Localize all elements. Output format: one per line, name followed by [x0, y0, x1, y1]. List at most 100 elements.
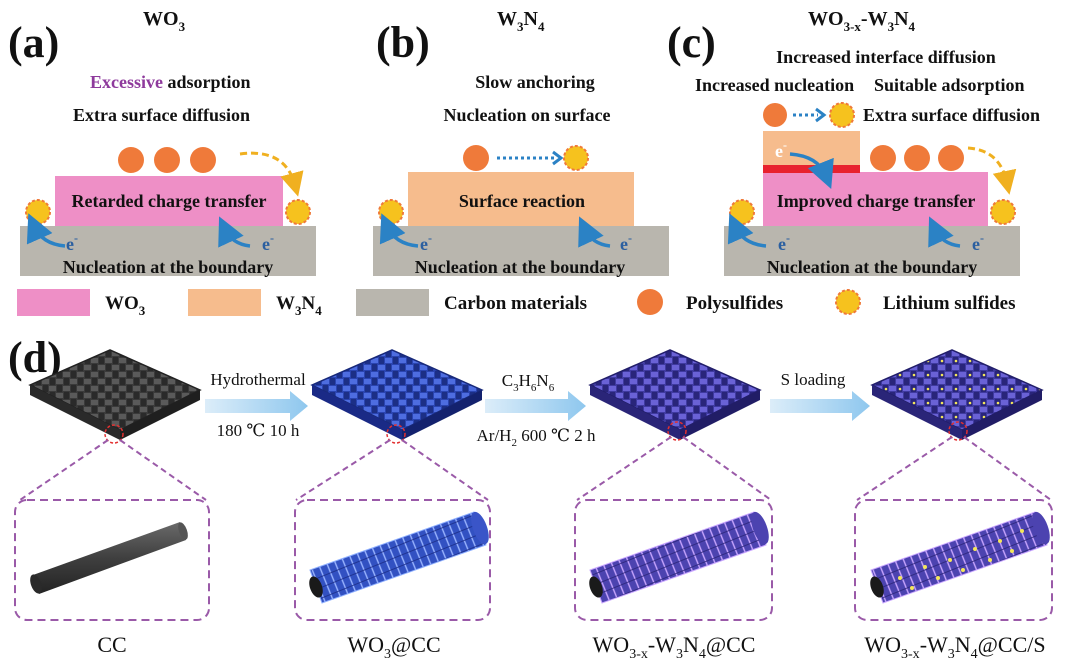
panel-a-line2: Extra surface diffusion — [73, 105, 250, 125]
legend-lithium-sulfide-swatch — [835, 289, 861, 315]
rod-cc — [30, 522, 188, 594]
panel-c-line2-left: Increased nucleation — [695, 75, 854, 95]
cloth-wo3 — [310, 349, 484, 440]
carbon-base-a — [20, 226, 316, 276]
legend-w3n4-swatch — [188, 289, 261, 316]
rod-wo3x-w3n4-s — [870, 511, 1050, 604]
wo3-block-a — [55, 176, 283, 226]
panel-d: (d) — [8, 333, 1053, 662]
panel-c-line2-right: Suitable adsorption — [874, 75, 1025, 95]
panel-b-line1: Slow anchoring — [475, 72, 595, 92]
electron-arrow-b-right — [578, 216, 611, 248]
electron-arrow-c-right — [928, 216, 961, 248]
zoom-box-wn — [574, 499, 773, 621]
panel-b: (b) W3N4 Slow anchoring Nucleation on su… — [373, 8, 669, 277]
interface-layer-c — [763, 165, 860, 173]
step2-label-bottom: Ar/H2 600 ℃ 2 h — [477, 426, 596, 449]
process-arrow-3 — [770, 391, 870, 421]
panel-a-letter: (a) — [8, 18, 59, 67]
w3n4-block-b-label: Surface reaction — [459, 191, 585, 211]
caption-wo3-cc: WO3@CC — [347, 632, 440, 662]
panel-c-title: WO3-x-W3N4 — [808, 8, 916, 34]
electron-arrow-a-left — [26, 213, 66, 248]
electron-a-left: e- — [66, 231, 78, 254]
rod-wo3 — [309, 511, 489, 604]
panel-c-letter: (c) — [667, 18, 716, 67]
panel-a-line1: Excessive adsorption — [90, 72, 251, 92]
lithium-sulfide-c-left — [729, 199, 755, 225]
legend-w3n4-label: W3N4 — [276, 293, 322, 318]
zoom-box-cc — [14, 499, 210, 621]
legend-wo3-label: WO3 — [105, 293, 146, 318]
carbon-base-c-label: Nucleation at the boundary — [767, 257, 978, 277]
electron-arrow-c-top — [789, 152, 834, 189]
wo3-block-a-label: Retarded charge transfer — [72, 191, 267, 211]
diffusion-arrow-c — [967, 146, 1017, 195]
zoom-marker-wn — [667, 421, 687, 441]
lithium-sulfide-a-left — [25, 199, 51, 225]
rod-wo3x-w3n4 — [589, 511, 769, 604]
carbon-base-c — [724, 226, 1020, 276]
panel-d-letter: (d) — [8, 333, 62, 382]
step1-label-bottom: 180 ℃ 10 h — [217, 421, 300, 440]
legend-polysulfide-swatch — [637, 289, 663, 315]
cloth-cc — [28, 349, 202, 440]
electron-c-right: e- — [972, 231, 984, 254]
electron-c-top: e- — [775, 138, 787, 161]
lithium-sulfide-b-left — [378, 199, 404, 225]
zoom-marker-s — [948, 421, 968, 441]
legend-carbon-label: Carbon materials — [444, 293, 587, 314]
carbon-base-b — [373, 226, 669, 276]
lithium-sulfide-b-top — [563, 145, 589, 171]
panel-c: (c) WO3-x-W3N4 Increased interface diffu… — [667, 8, 1040, 277]
legend-lithium-sulfide-label: Lithium sulfides — [883, 293, 1016, 314]
legend-wo3-swatch — [17, 289, 90, 316]
polysulfide-c3 — [938, 145, 964, 171]
diffusion-arrow-a — [239, 151, 304, 197]
caption-wo3x-w3n4-cc: WO3-x-W3N4@CC — [593, 632, 756, 662]
polysulfide-a1 — [118, 147, 144, 173]
lithium-sulfide-c-right — [990, 199, 1016, 225]
polysulfide-a3 — [190, 147, 216, 173]
polysulfide-a2 — [154, 147, 180, 173]
electron-c-left: e- — [778, 231, 790, 254]
electron-arrow-a-right — [218, 216, 251, 248]
nucleation-arrowhead-b — [552, 150, 564, 166]
panel-c-line1: Increased interface diffusion — [776, 47, 996, 67]
panel-b-title: W3N4 — [497, 8, 545, 34]
legend-polysulfide-label: Polysulfides — [686, 293, 783, 314]
legend-carbon-swatch — [356, 289, 429, 316]
zoom-box-s — [854, 499, 1053, 621]
polysulfide-b — [463, 145, 489, 171]
caption-cc: CC — [97, 632, 126, 657]
lithium-sulfide-a-right — [285, 199, 311, 225]
step3-label-top: S loading — [781, 370, 846, 389]
nucleation-arrowhead-c — [815, 107, 827, 123]
zoom-lines — [19, 436, 1052, 501]
caption-wo3x-w3n4-cc-s: WO3-x-W3N4@CC/S — [864, 632, 1045, 662]
panel-a-title: WO3 — [143, 8, 186, 34]
polysulfide-c-top — [763, 103, 787, 127]
legend: WO3 W3N4 Carbon materials Polysulfides L… — [17, 289, 1016, 318]
zoom-marker-wo3 — [386, 424, 406, 444]
zoom-box-wo3 — [294, 499, 491, 621]
wo3-block-c-label: Improved charge transfer — [777, 191, 976, 211]
polysulfide-c2 — [904, 145, 930, 171]
panel-a: (a) WO3 Excessive adsorption Extra surfa… — [8, 8, 316, 277]
electron-a-right: e- — [262, 231, 274, 254]
zoom-marker-cc — [104, 424, 124, 444]
process-arrow-1 — [205, 391, 308, 421]
panel-b-line2: Nucleation on surface — [444, 105, 611, 125]
panel-b-letter: (b) — [376, 18, 430, 67]
cloth-wo3x-w3n4-s — [870, 349, 1044, 440]
cloth-wo3x-w3n4 — [588, 349, 762, 440]
electron-arrow-c-left — [727, 213, 767, 248]
polysulfide-c1 — [870, 145, 896, 171]
step2-label-top: C3H6N6 — [502, 371, 555, 394]
step1-label-top: Hydrothermal — [210, 370, 306, 389]
electron-arrow-b-left — [379, 213, 419, 248]
panel-c-line3: Extra surface diffusion — [863, 105, 1040, 125]
carbon-base-b-label: Nucleation at the boundary — [415, 257, 626, 277]
electron-b-right: e- — [620, 231, 632, 254]
